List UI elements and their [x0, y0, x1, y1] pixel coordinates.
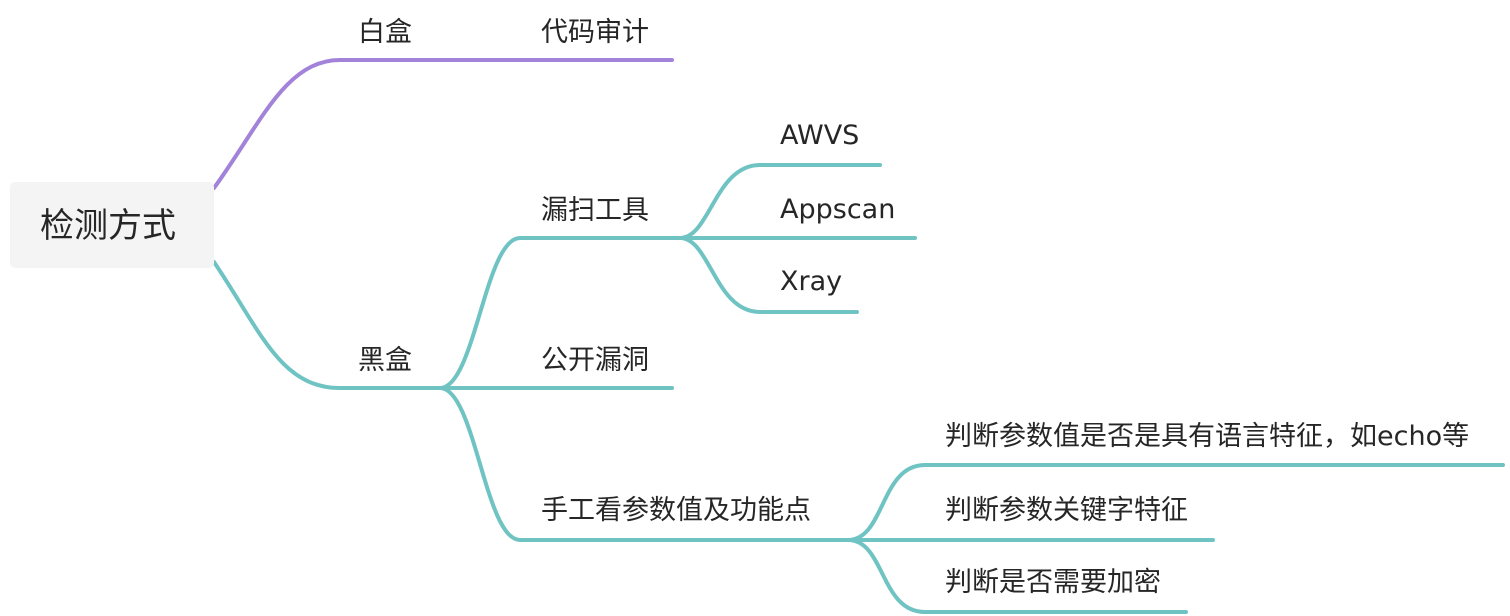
node-keyword-feature[interactable]: 判断参数关键字特征 [945, 495, 1188, 526]
node-manual-check[interactable]: 手工看参数值及功能点 [541, 495, 811, 526]
node-public-vuln[interactable]: 公开漏洞 [541, 345, 649, 376]
node-white-box[interactable]: 白盒 [358, 17, 412, 48]
link-root-white-box [212, 58, 432, 190]
root-label: 检测方式 [40, 206, 176, 246]
link-scan-awvs [678, 163, 882, 240]
node-code-audit[interactable]: 代码审计 [541, 17, 649, 48]
link-black-box-manual [438, 386, 850, 542]
link-scan-xray [678, 236, 859, 314]
root-node[interactable]: 检测方式 [10, 182, 214, 268]
link-black-box-scan-tools [438, 236, 682, 390]
node-scan-tools[interactable]: 漏扫工具 [541, 195, 649, 226]
node-awvs[interactable]: AWVS [780, 120, 860, 151]
node-lang-feature[interactable]: 判断参数值是否是具有语言特征，如echo等 [945, 421, 1470, 452]
node-encryption-check[interactable]: 判断是否需要加密 [945, 567, 1161, 598]
link-manual-lang-feature [846, 463, 1505, 542]
link-manual-encrypt [846, 538, 1188, 614]
node-appscan[interactable]: Appscan [780, 194, 896, 225]
node-xray[interactable]: Xray [780, 266, 843, 297]
link-root-black-box [212, 260, 442, 390]
node-black-box[interactable]: 黑盒 [358, 345, 412, 376]
